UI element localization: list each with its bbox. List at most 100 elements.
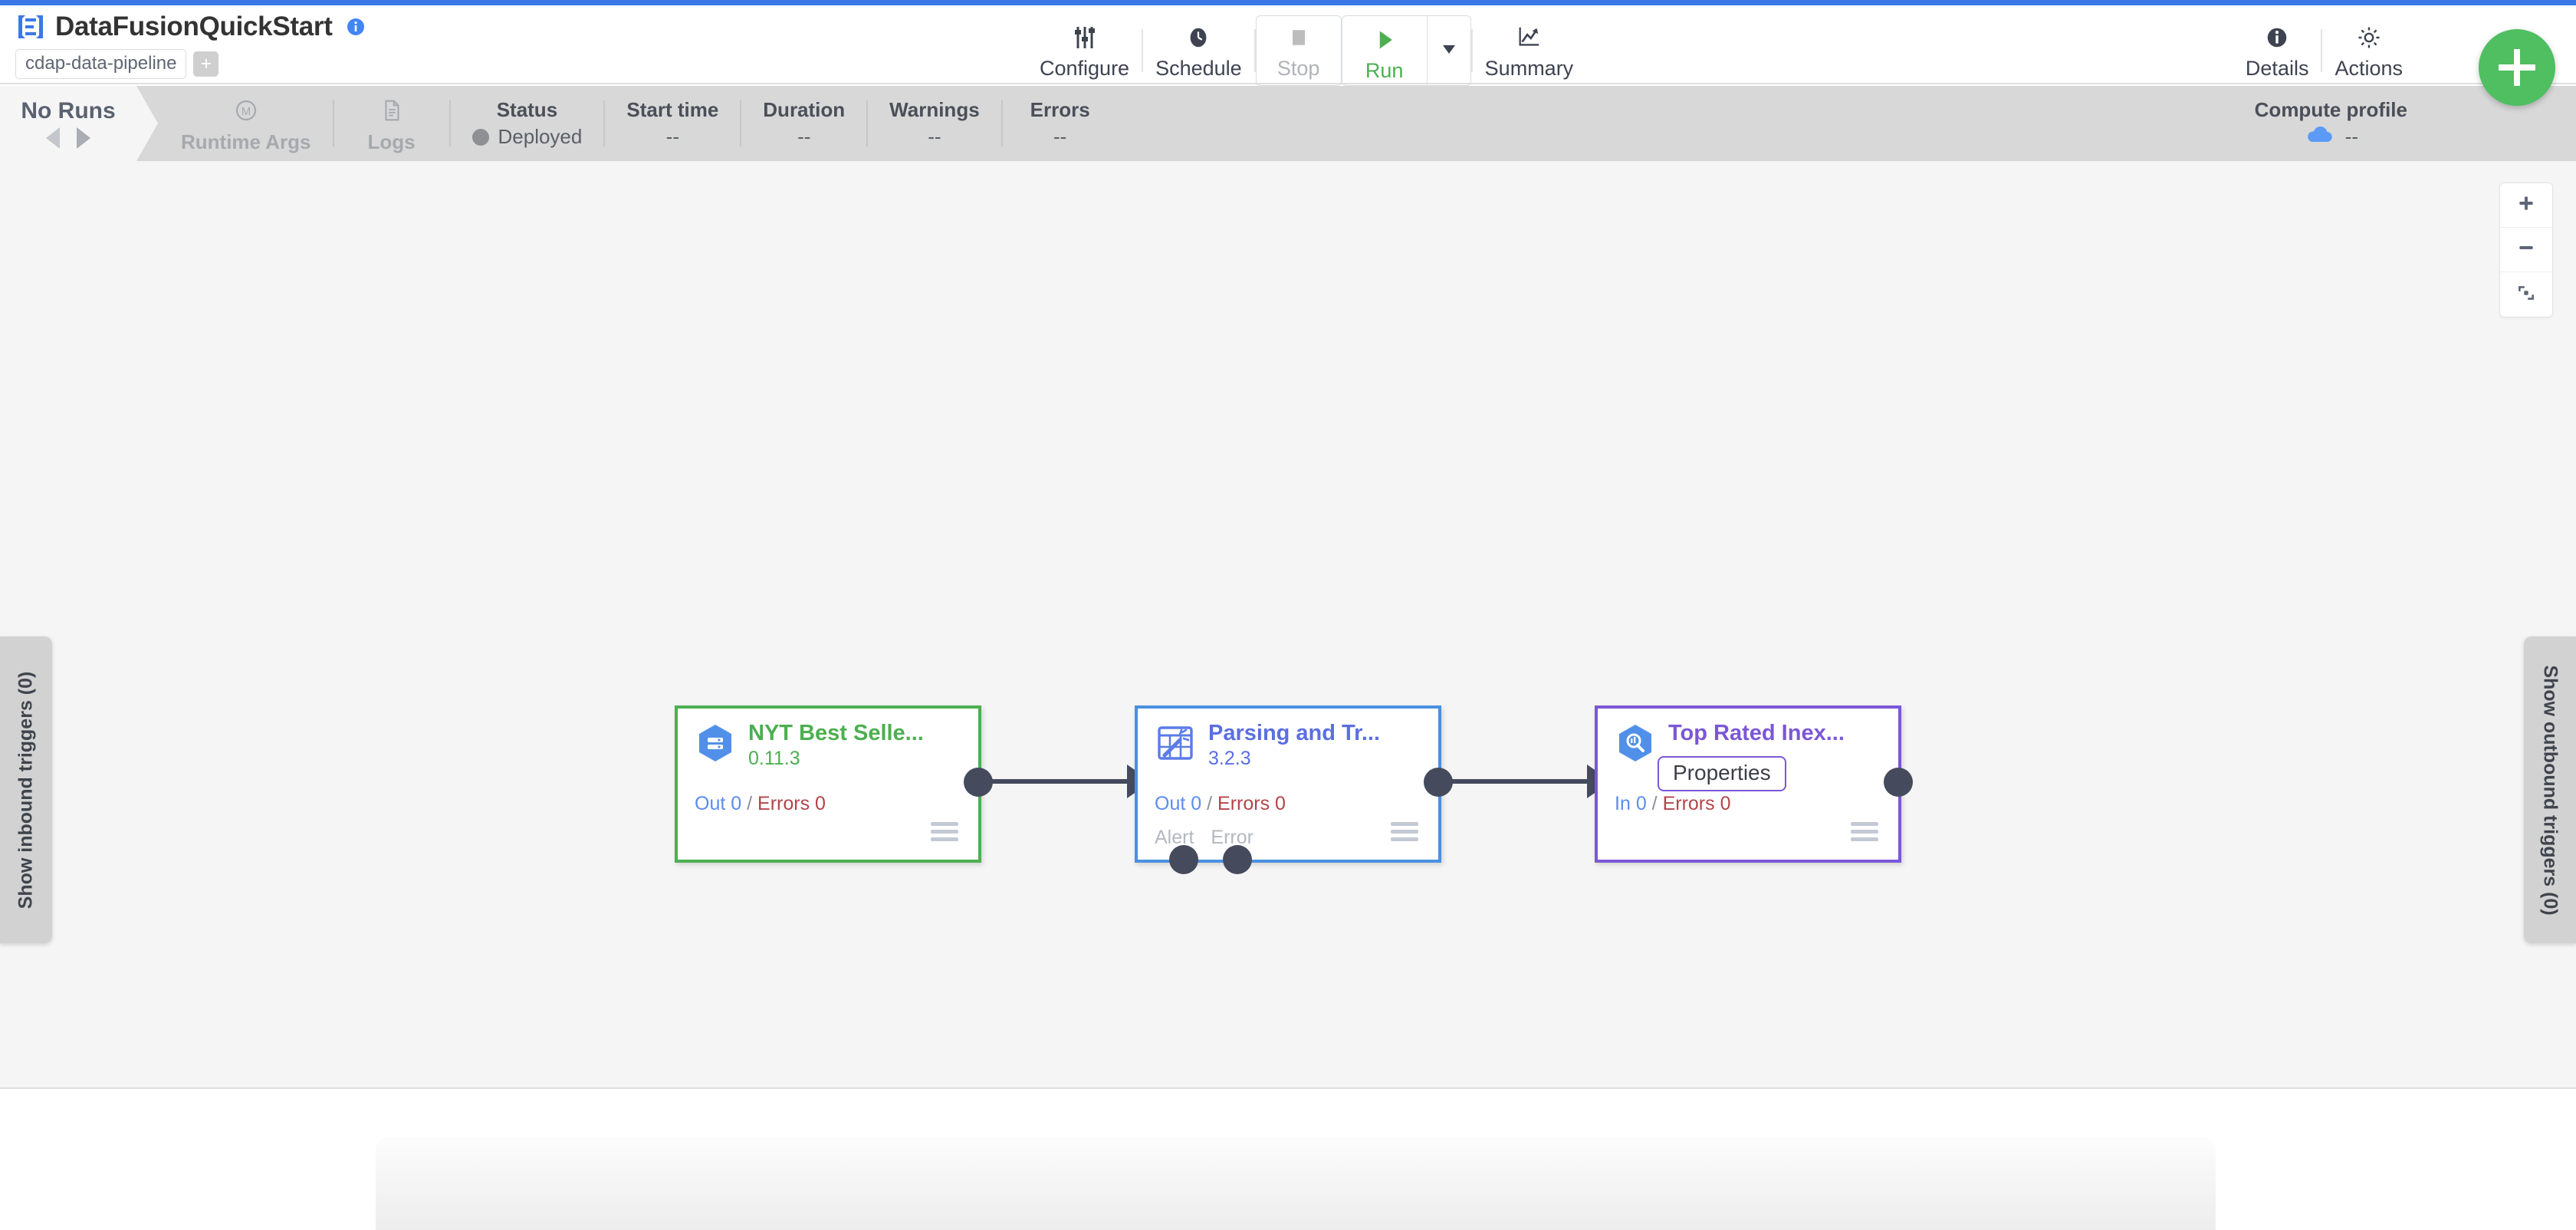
schedule-label: Schedule	[1155, 56, 1242, 80]
details-label: Details	[2245, 56, 2309, 80]
node-out-value: 0	[1191, 793, 1202, 814]
node-out-label: Out	[1155, 793, 1186, 814]
wrangler-icon	[1155, 722, 1196, 764]
runbar-divider	[603, 100, 606, 146]
warnings-metric: Warnings --	[868, 98, 1001, 149]
toolbar-divider	[1254, 28, 1256, 72]
fit-to-screen-button[interactable]	[2500, 272, 2552, 317]
summary-label: Summary	[1484, 56, 1574, 80]
artifact-row: cdap-data-pipeline +	[15, 49, 219, 79]
start-time-header: Start time	[626, 98, 719, 121]
show-inbound-triggers-tab[interactable]: Show inbound triggers (0)	[0, 636, 52, 943]
run-label: Run	[1365, 58, 1404, 82]
caret-down-icon	[1440, 39, 1458, 61]
pipeline-node-source[interactable]: NYT Best Selle... 0.11.3 Out 0 / Errors …	[675, 705, 993, 863]
plus-icon	[2516, 193, 2536, 217]
configure-button[interactable]: Configure	[1027, 14, 1142, 87]
node-metric-separator: /	[747, 793, 753, 814]
node-menu-icon[interactable]	[1851, 822, 1878, 841]
gear-icon	[2355, 21, 2383, 54]
artifact-type-chip[interactable]: cdap-data-pipeline	[15, 49, 187, 79]
logs-label: Logs	[367, 130, 416, 153]
info-icon[interactable]	[347, 18, 365, 36]
node-port-labels: Alert Error	[1155, 827, 1254, 849]
node-in-label: In	[1615, 793, 1631, 814]
logs-button[interactable]: Logs	[334, 94, 449, 154]
zoom-in-button[interactable]	[2500, 183, 2552, 228]
pipeline-node-transform[interactable]: Parsing and Tr... 3.2.3 Out 0 / Errors 0…	[1135, 705, 1453, 874]
pipeline-canvas[interactable]: Show inbound triggers (0) Show outbound …	[0, 161, 2576, 1089]
play-triangle-icon	[1372, 23, 1397, 57]
node-errors-label: Errors	[1217, 793, 1270, 814]
node-alert-endpoint[interactable]	[1169, 845, 1198, 874]
node-name: Top Rated Inex...	[1668, 721, 1845, 745]
node-menu-icon[interactable]	[1391, 822, 1418, 841]
bigquery-sink-icon	[1615, 722, 1656, 764]
node-version: 3.2.3	[1208, 748, 1251, 769]
status-value: Deployed	[498, 125, 583, 148]
node-errors-value: 0	[1720, 793, 1731, 814]
runtime-args-label: Runtime Args	[181, 130, 311, 153]
show-outbound-triggers-tab[interactable]: Show outbound triggers (0)	[2524, 636, 2576, 943]
bottom-drawer-panel[interactable]	[376, 1138, 2216, 1230]
brand-block: DataFusionQuickStart	[15, 12, 365, 42]
connector-source-to-transform[interactable]	[980, 779, 1137, 784]
caret-left-icon[interactable]	[46, 127, 60, 149]
summary-button[interactable]: Summary	[1473, 14, 1586, 87]
node-metrics: In 0 / Errors 0	[1615, 793, 1731, 815]
toolbar-divider	[2321, 28, 2323, 72]
run-button[interactable]: Run	[1342, 16, 1427, 90]
connector-transform-to-sink[interactable]	[1440, 779, 1597, 784]
schedule-button[interactable]: Schedule	[1143, 14, 1254, 87]
runbar-divider	[866, 100, 869, 146]
toolbar-divider	[1470, 28, 1473, 72]
actions-button[interactable]: Actions	[2322, 14, 2415, 87]
run-metrics: M Runtime Args Logs Status Deployed	[136, 86, 2576, 161]
warnings-value: --	[928, 125, 941, 148]
errors-header: Errors	[1030, 98, 1090, 121]
app-header: DataFusionQuickStart cdap-data-pipeline …	[0, 5, 2576, 87]
canvas-zoom-controls	[2499, 183, 2553, 317]
node-output-endpoint[interactable]	[964, 768, 993, 797]
add-tag-button[interactable]: +	[193, 51, 219, 77]
page-title: DataFusionQuickStart	[55, 12, 333, 41]
outbound-triggers-label: Show outbound triggers (0)	[2539, 664, 2561, 916]
runbar-divider	[449, 100, 451, 146]
node-errors-label: Errors	[757, 793, 810, 814]
inbound-triggers-label: Show inbound triggers (0)	[15, 671, 37, 909]
node-version: 0.11.3	[748, 748, 800, 769]
pipeline-toolbar: Configure Schedule Stop	[1027, 11, 1585, 90]
fit-to-screen-icon	[2516, 283, 2536, 307]
runs-arrows	[46, 127, 90, 149]
zoom-out-button[interactable]	[2500, 228, 2552, 272]
runtime-args-button[interactable]: M Runtime Args	[159, 94, 333, 154]
node-error-endpoint[interactable]	[1223, 845, 1252, 874]
compute-profile-metric[interactable]: Compute profile --	[2255, 98, 2576, 149]
pipeline-node-sink[interactable]: Top Rated Inex... Properties In 0 / Erro…	[1595, 705, 1913, 863]
run-options-dropdown[interactable]	[1428, 16, 1470, 85]
stop-square-icon	[1286, 21, 1311, 54]
info-circle-icon	[2264, 21, 2290, 54]
node-header: Top Rated Inex...	[1598, 709, 1898, 764]
errors-metric: Errors --	[1003, 98, 1118, 149]
document-icon	[379, 94, 405, 127]
status-metric: Status Deployed	[451, 98, 604, 149]
node-metric-separator: /	[1207, 793, 1213, 814]
node-name: NYT Best Selle...	[748, 721, 924, 745]
node-properties-tooltip[interactable]: Properties	[1658, 756, 1786, 791]
status-badge: Deployed	[472, 125, 583, 149]
node-header: NYT Best Selle... 0.11.3	[678, 709, 978, 770]
start-time-metric: Start time --	[605, 98, 740, 149]
node-menu-icon[interactable]	[931, 822, 958, 841]
compute-profile-value: --	[2344, 125, 2358, 148]
caret-right-icon[interactable]	[77, 127, 90, 149]
node-output-endpoint[interactable]	[1884, 768, 1913, 797]
minus-icon	[2516, 238, 2536, 261]
node-alert-port-label: Alert	[1155, 827, 1194, 848]
node-in-value: 0	[1635, 793, 1647, 814]
node-output-endpoint[interactable]	[1424, 768, 1453, 797]
runbar-divider	[332, 100, 334, 146]
add-button-fab[interactable]	[2479, 29, 2555, 106]
stop-button[interactable]: Stop	[1255, 15, 1342, 86]
details-button[interactable]: Details	[2233, 14, 2321, 87]
